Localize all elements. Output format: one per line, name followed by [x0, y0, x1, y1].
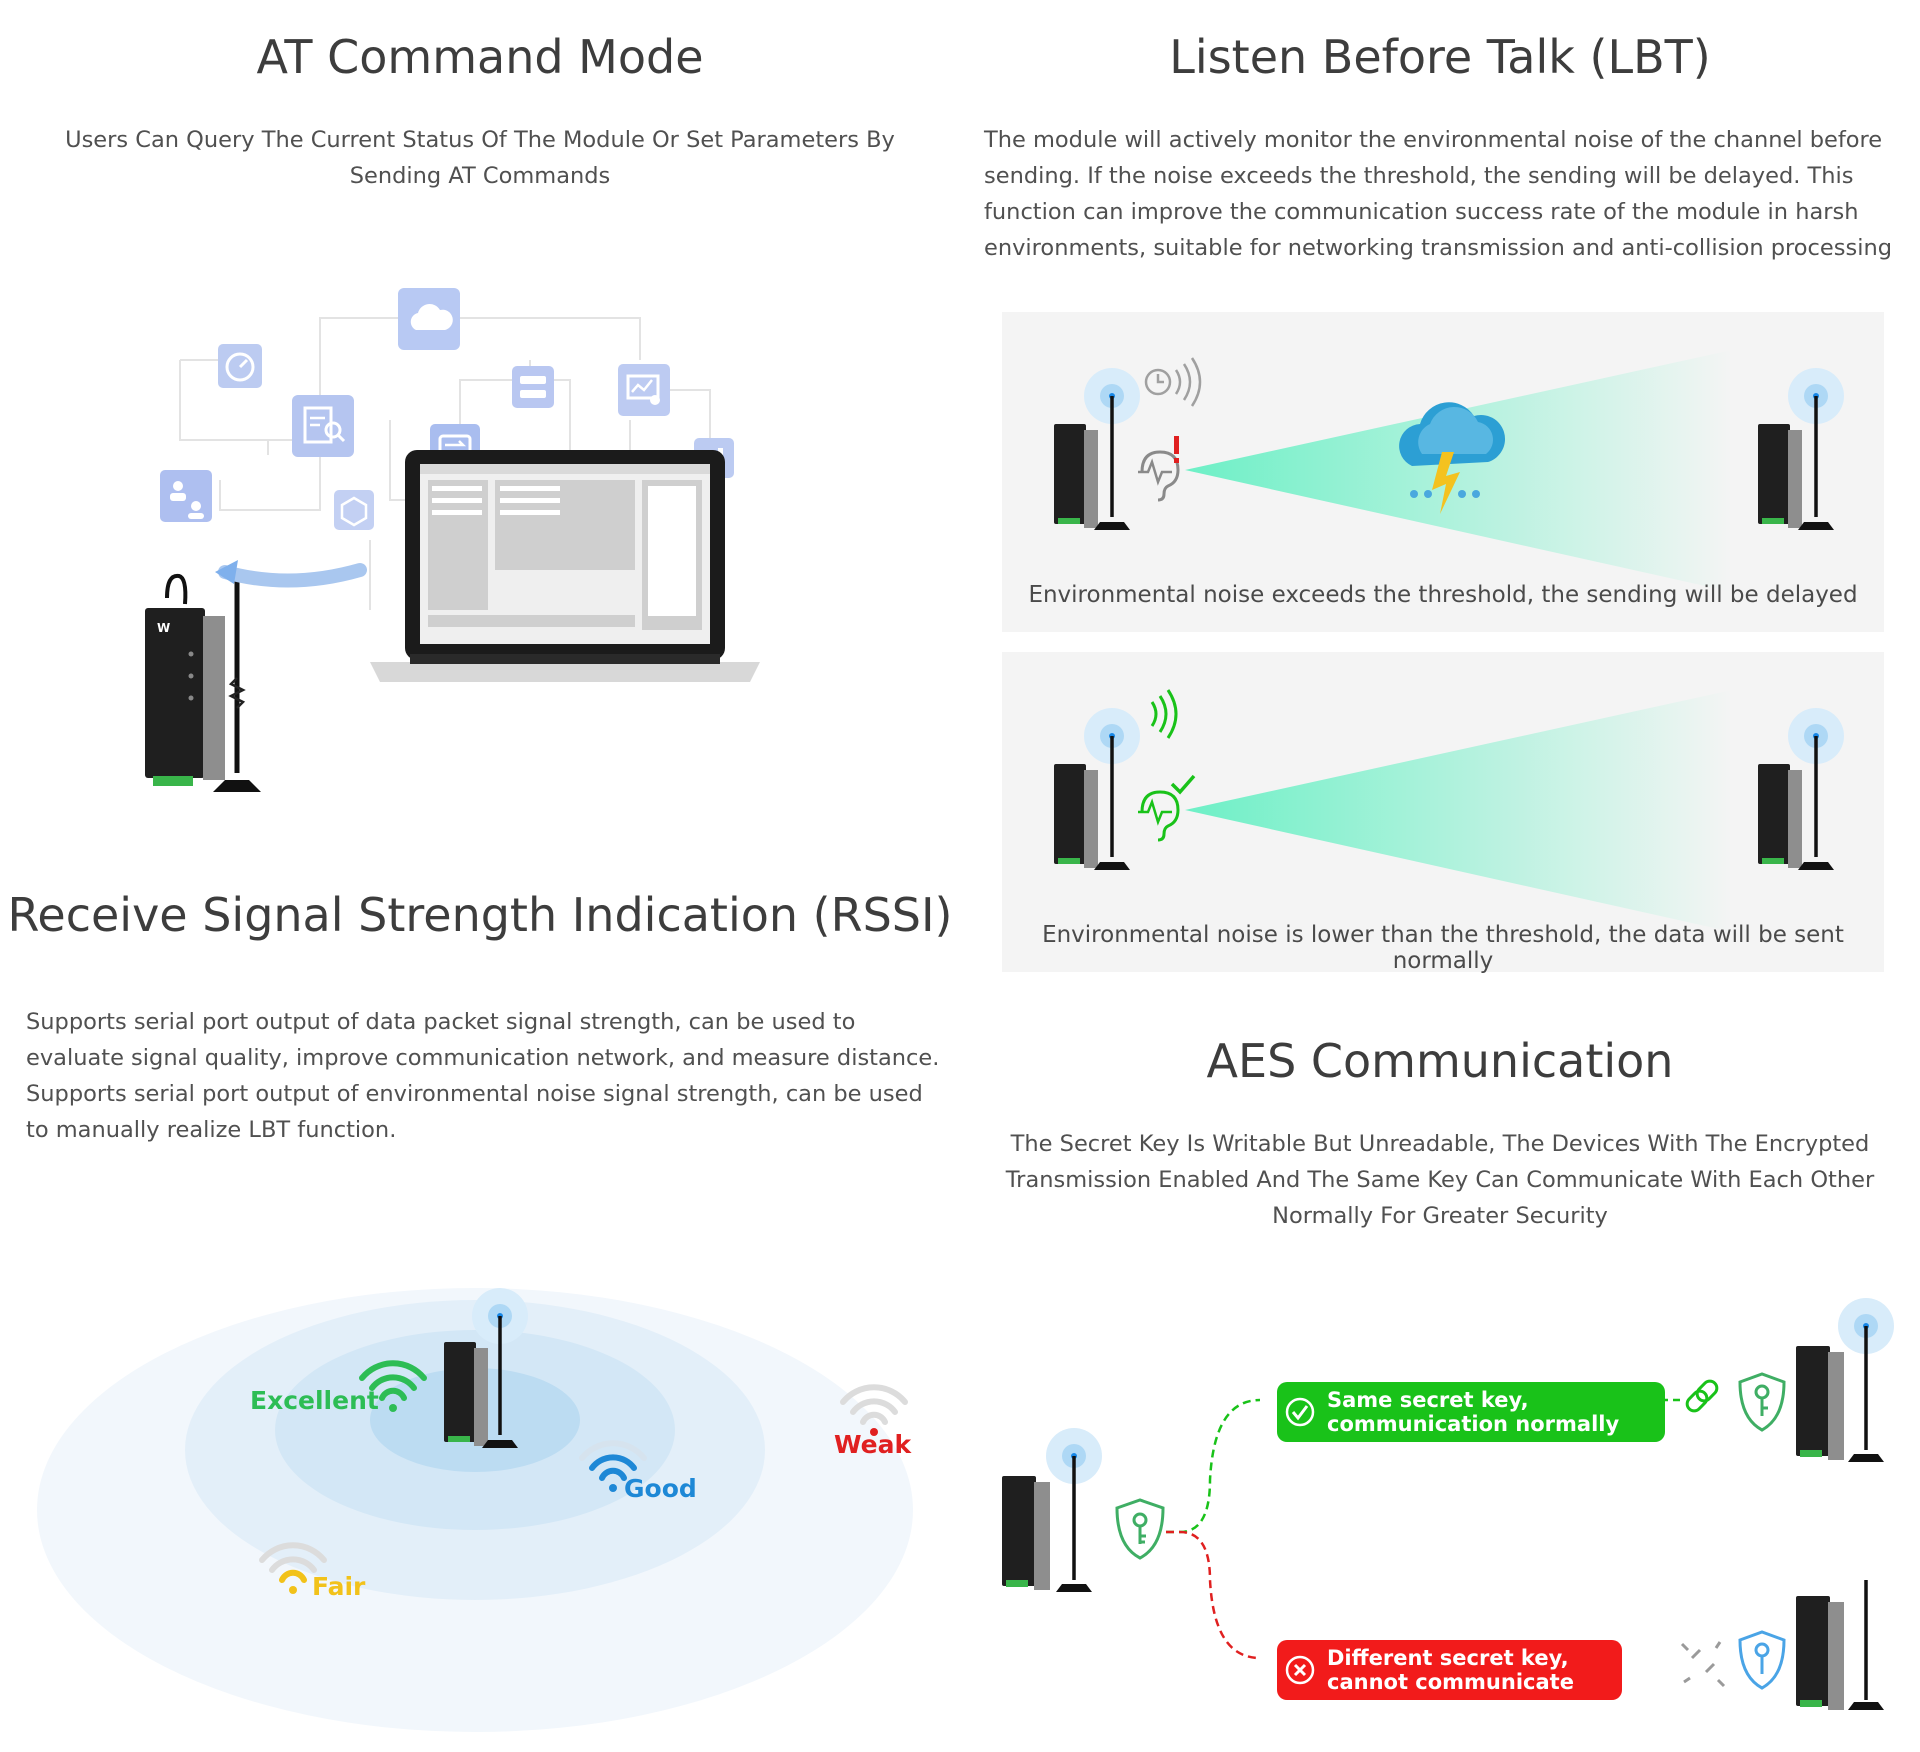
- lbt-caption-normal: Environmental noise is lower than the th…: [1042, 922, 1844, 974]
- link-icon: [1685, 1379, 1719, 1413]
- lora-device-left: [1054, 368, 1140, 530]
- network-icon: [334, 490, 374, 530]
- lbt-panel-normal: Environmental noise is lower than the th…: [1002, 652, 1884, 974]
- shield-key-icon-receiver-ok: [1738, 1372, 1786, 1432]
- at-description: Users Can Query The Current Status Of Th…: [65, 127, 895, 189]
- lora-device-sender: [1002, 1428, 1102, 1592]
- storm-cloud-icon: [1399, 402, 1506, 514]
- diff-key-badge: Different secret key, cannot communicate: [1277, 1640, 1622, 1700]
- aes-description: The Secret Key Is Writable But Unreadabl…: [1005, 1131, 1875, 1229]
- gauge-icon: [218, 344, 262, 388]
- aes-illustration: [1002, 1298, 1894, 1710]
- lora-device: [444, 1288, 528, 1448]
- lbt-title: Listen Before Talk (LBT): [1169, 30, 1711, 84]
- rssi-illustration: Excellent Good Fair Weak: [30, 1270, 920, 1740]
- switch-icon: [512, 366, 554, 408]
- monitor-chart-icon: [618, 364, 670, 416]
- rssi-description: Supports serial port output of data pack…: [26, 1009, 940, 1143]
- lbt-caption-delayed: Environmental noise exceeds the threshol…: [1028, 582, 1858, 608]
- wifi-fair-icon: [259, 1542, 327, 1583]
- arrow-icon: [218, 563, 367, 588]
- error-circle-icon: [1285, 1655, 1315, 1685]
- noise-ok-icon: [1138, 774, 1196, 842]
- lbt-panel-delayed: Environmental noise exceeds the threshol…: [1002, 312, 1884, 632]
- lbt-description: The module will actively monitor the env…: [984, 127, 1893, 261]
- broken-link-icon: [1680, 1641, 1726, 1688]
- lora-device-left: [1054, 708, 1140, 870]
- user-exchange-icon: [160, 470, 212, 522]
- rssi-title: Receive Signal Strength Indication (RSSI…: [7, 888, 953, 942]
- signal-waves-icon: [1150, 689, 1178, 739]
- shield-key-icon-sender: [1115, 1498, 1165, 1560]
- rssi-label-excellent: Excellent: [250, 1386, 379, 1415]
- lbt-normal-illustration: [1054, 689, 1844, 932]
- wifi-excellent-icon: [359, 1360, 427, 1401]
- rssi-label-good: Good: [624, 1474, 697, 1503]
- laptop: [370, 450, 760, 682]
- noise-alert-icon: [1138, 436, 1180, 502]
- lora-device-right: [1758, 368, 1844, 530]
- rssi-label-weak: Weak: [834, 1430, 912, 1459]
- wifi-good-icon: [579, 1440, 647, 1481]
- lora-device-receiver-ok: [1796, 1298, 1894, 1462]
- same-key-badge: Same secret key, communication normally: [1277, 1382, 1665, 1442]
- same-key-label: Same secret key, communication normally: [1327, 1388, 1620, 1436]
- lora-device: W: [145, 573, 261, 792]
- svg-text:W: W: [157, 621, 170, 635]
- diff-key-label: Different secret key, cannot communicate: [1327, 1646, 1574, 1694]
- rssi-label-fair: Fair: [312, 1572, 366, 1601]
- clock-icon: [1144, 357, 1202, 407]
- cloud-icon: [398, 288, 460, 350]
- lora-device-right: [1758, 708, 1844, 870]
- document-search-icon: [292, 395, 354, 457]
- check-circle-icon: [1285, 1397, 1315, 1427]
- at-command-illustration: W: [145, 288, 760, 792]
- at-title: AT Command Mode: [256, 30, 704, 84]
- lbt-delayed-illustration: [1054, 350, 1844, 592]
- aes-title: AES Communication: [1206, 1034, 1674, 1088]
- lora-device-receiver-fail: [1796, 1580, 1884, 1710]
- wifi-weak-icon: [840, 1384, 908, 1425]
- shield-key-icon-receiver-fail: [1738, 1630, 1786, 1690]
